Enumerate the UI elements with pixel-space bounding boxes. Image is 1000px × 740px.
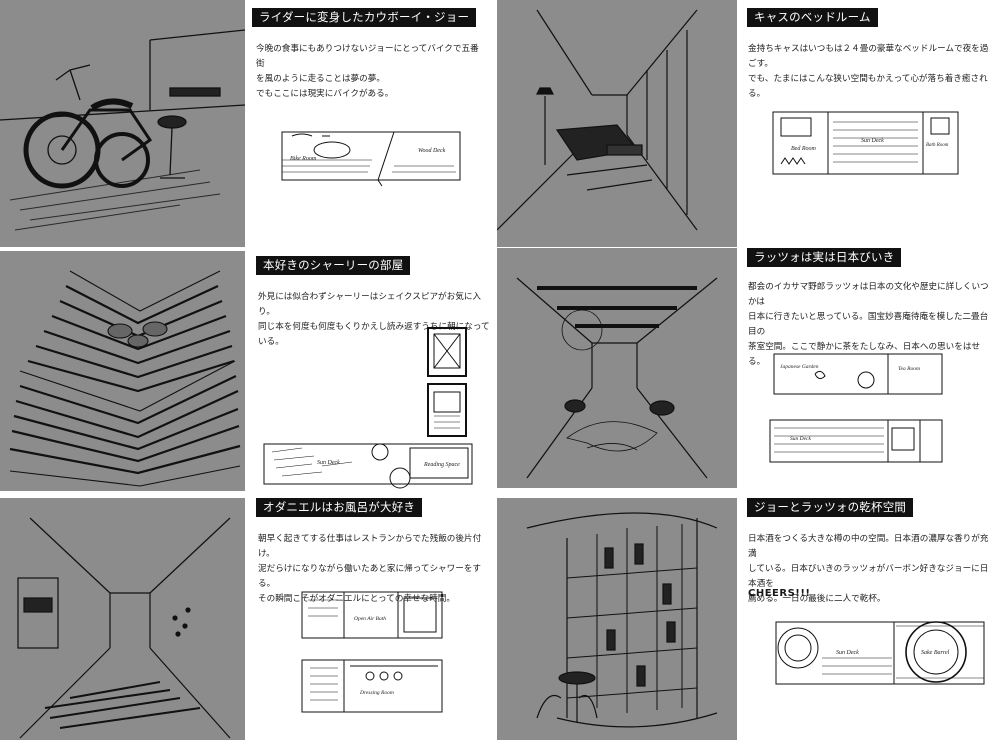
floor-plan-reading-room: Sun Deck Reading Space bbox=[262, 326, 494, 491]
plan-label-bath-room: Bath Room bbox=[926, 143, 949, 148]
sake-barrel-sketch bbox=[526, 512, 718, 728]
plan-label-wood-deck: Wood Deck bbox=[418, 148, 446, 154]
panel-title: 本好きのシャーリーの部屋 bbox=[256, 256, 411, 275]
sketch-bike-room bbox=[0, 0, 245, 247]
panel-description: 金持ちキャスはいつもは２４畳の豪華なベッドルームで夜を過ごす。 でも、たまにはこ… bbox=[748, 44, 989, 99]
floor-plan-bike-room: Bike Room Wood Deck bbox=[281, 120, 462, 190]
plan-label-sun-deck: Sun Deck bbox=[790, 436, 811, 442]
floor-plan-bath-room: Open Air Bath Dressing Room bbox=[300, 590, 450, 720]
plan-label-sun-deck: Sun Deck bbox=[861, 138, 884, 144]
panel-description: 日本酒をつくる大きな樽の中の空間。日本酒の濃厚な香りが充満 している。日本びいき… bbox=[748, 534, 989, 604]
sketch-bath-room bbox=[0, 498, 245, 740]
panel-title: ラッツォは実は日本びいき bbox=[747, 248, 902, 267]
panel-title: ジョーとラッツォの乾杯空間 bbox=[747, 498, 914, 517]
plan-label-open-air-bath: Open Air Bath bbox=[354, 616, 386, 622]
panel-description: 外見には似合わずシャーリーはシェイクスピアがお気に入り。 同じ本を何度も何度もく… bbox=[258, 292, 490, 347]
plan-label-reading-space: Reading Space bbox=[423, 462, 460, 468]
plan-label-dressing-room: Dressing Room bbox=[359, 690, 394, 696]
panel-description: 都会のイカサマ野郎ラッツォは日本の文化や歴史に詳しくいつかは 日本に行きたいと思… bbox=[748, 282, 989, 367]
floor-plan-sake-barrel: Sun Deck Sake Barrel bbox=[775, 612, 988, 694]
motorcycle-sketch bbox=[0, 29, 245, 231]
floor-plan-tea-room: Japanese Garden Tea Room Sun Deck bbox=[769, 352, 970, 472]
panel-description: 朝早く起きてする仕事はレストランからでた残飯の後片付け。 泥だらけになりながら働… bbox=[258, 534, 482, 604]
plan-label-bed-room: Bed Room bbox=[791, 146, 816, 152]
sketch-sake-barrel bbox=[497, 498, 737, 740]
bedroom-sketch bbox=[497, 9, 698, 231]
sketch-reading-room bbox=[0, 251, 245, 491]
panel-title: キャスのベッドルーム bbox=[747, 8, 878, 27]
plan-label-tea-room: Tea Room bbox=[898, 366, 920, 372]
bath-sketch bbox=[17, 517, 231, 739]
cheers-text: CHEERS!!! bbox=[748, 588, 811, 599]
plan-label-sake-barrel: Sake Barrel bbox=[921, 650, 950, 656]
floor-plan-bedroom: Bed Room Sun Deck Bath Room bbox=[772, 111, 963, 192]
bookshelf-sketch bbox=[9, 270, 241, 487]
sketch-bedroom bbox=[497, 0, 737, 247]
panel-title: ライダーに変身したカウボーイ・ジョー bbox=[252, 8, 477, 27]
plan-label-sun-deck: Sun Deck bbox=[317, 460, 340, 466]
plan-label-japanese-garden: Japanese Garden bbox=[780, 364, 819, 370]
panel-description: 今晩の食事にもありつけないジョーにとってバイクで五番街 を風のように走ることは夢… bbox=[256, 44, 479, 99]
tea-room-sketch bbox=[516, 277, 718, 479]
sketch-tea-room bbox=[497, 248, 737, 488]
plan-label-sun-deck: Sun Deck bbox=[836, 650, 859, 656]
panel-title: オダニエルはお風呂が大好き bbox=[256, 498, 423, 517]
plan-label-bike-room: Bike Room bbox=[290, 156, 317, 162]
